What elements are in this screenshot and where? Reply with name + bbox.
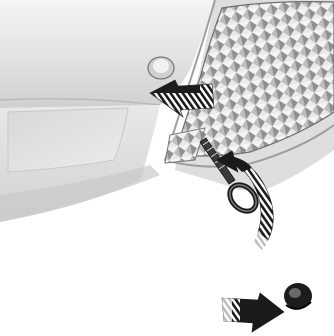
cover-cap-icon xyxy=(284,283,312,309)
slide-arrow-icon xyxy=(222,293,284,332)
cover-panel xyxy=(222,283,312,332)
cover-hole xyxy=(148,57,174,79)
bumper-panel xyxy=(0,0,334,250)
